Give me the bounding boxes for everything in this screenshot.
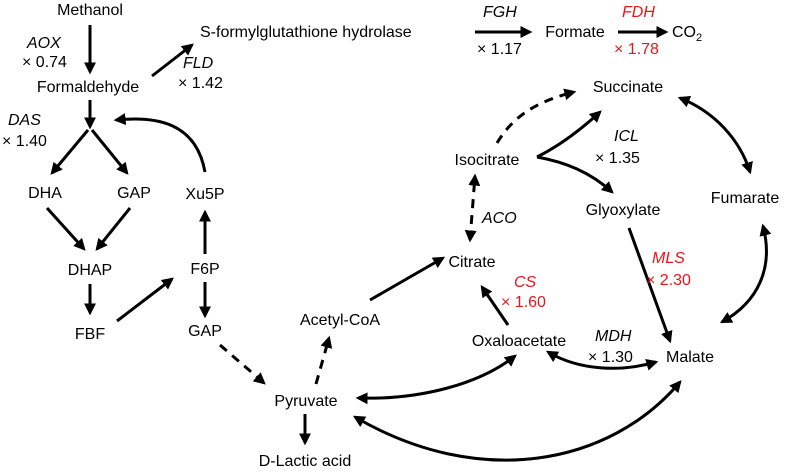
node-oxaloacetate: Oxaloacetate [472, 333, 566, 350]
metabolites: Methanol Formaldehyde S-formylglutathion… [28, 2, 779, 470]
node-glyoxylate: Glyoxylate [586, 202, 661, 219]
fold-fgh: × 1.17 [477, 41, 522, 58]
enzyme-icl: ICL [614, 128, 639, 145]
node-methanol: Methanol [57, 2, 123, 19]
node-acetyl-coa: Acetyl-CoA [300, 312, 380, 329]
arrow-icl-glyoxylate [536, 155, 614, 194]
fold-mdh: × 1.30 [588, 349, 633, 366]
enzyme-mdh: MDH [595, 328, 632, 345]
enzyme-das: DAS [8, 112, 41, 129]
arrow-succinate-fumarate [677, 95, 753, 175]
arrow-fbf-f6p [116, 277, 174, 323]
node-formaldehyde: Formaldehyde [37, 79, 139, 96]
arrow-icl-succinate [536, 110, 602, 159]
arrow-pyruvate-acetylcoa [314, 335, 333, 385]
arrow-junction-dha [50, 129, 90, 175]
fold-aox: × 0.74 [22, 54, 67, 71]
arrow-fumarate-malate [719, 223, 772, 324]
node-succinate: Succinate [593, 79, 663, 96]
arrows [45, 25, 772, 462]
node-xu5p: Xu5P [185, 186, 224, 203]
node-gap-left: GAP [117, 185, 151, 202]
node-malate: Malate [666, 349, 714, 366]
node-d-lactic-acid: D-Lactic acid [259, 453, 351, 470]
arrow-dha-dhap [45, 206, 86, 251]
fold-cs: × 1.60 [501, 294, 546, 311]
arrow-junction-gap [90, 129, 129, 175]
node-s-formylglutathione-hydrolase: S-formylglutathione hydrolase [200, 24, 412, 41]
enzyme-fld: FLD [183, 55, 214, 72]
fold-fdh: × 1.78 [614, 41, 659, 58]
arrow-acetylcoa-citrate [369, 256, 446, 302]
enzyme-mls: MLS [652, 250, 685, 267]
arrow-gap-pyruvate [219, 343, 266, 385]
enzyme-aco: ACO [481, 210, 517, 227]
node-f6p: F6P [190, 261, 219, 278]
enzyme-fdh: FDH [622, 4, 655, 21]
node-isocitrate: Isocitrate [455, 152, 520, 169]
enzyme-fgh: FGH [483, 4, 517, 21]
node-pyruvate: Pyruvate [274, 393, 337, 410]
node-fumarate: Fumarate [711, 190, 780, 207]
arrow-formaldehyde-sfgh [151, 43, 194, 78]
fold-icl: × 1.35 [595, 150, 640, 167]
fold-mls: × 2.30 [646, 272, 691, 289]
arrow-xu5p-junction [113, 113, 207, 173]
arrow-citrate-isocitrate [464, 173, 481, 243]
arrow-oxaloacetate-citrate [480, 285, 510, 326]
node-dhap: DHAP [68, 262, 112, 279]
arrow-gap-dhap [95, 207, 132, 251]
node-citrate: Citrate [448, 254, 495, 271]
node-fbf: FBF [75, 326, 105, 343]
arrow-glyoxylate-malate [627, 227, 673, 344]
enzyme-aox: AOX [26, 35, 62, 52]
node-dha: DHA [28, 185, 62, 202]
arrow-pyruvate-malate [352, 380, 682, 462]
node-formate: Formate [545, 24, 605, 41]
arrow-oxaloacetate-malate [545, 350, 659, 371]
enzyme-cs: CS [514, 274, 537, 291]
fold-fld: × 1.42 [178, 75, 223, 92]
arrow-isocitrate-succinate [495, 88, 577, 144]
fold-das: × 1.40 [2, 133, 47, 150]
node-gap-mid: GAP [188, 323, 222, 340]
enzymes: AOX × 0.74 FLD × 1.42 FGH × 1.17 FDH × 1… [2, 4, 691, 366]
node-co2: CO2 [672, 24, 702, 44]
arrow-pyruvate-oxaloacetate [355, 354, 517, 405]
